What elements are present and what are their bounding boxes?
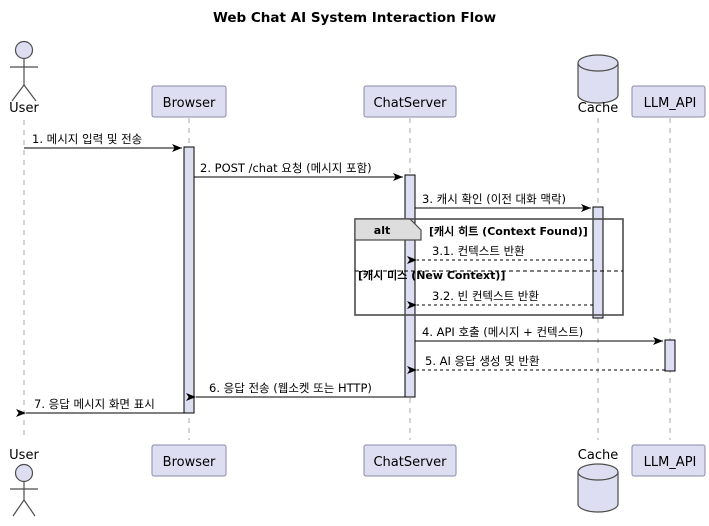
participant-box-browser-bottom[interactable] xyxy=(151,444,227,477)
participant-user-top[interactable]: User xyxy=(9,40,39,117)
message-7: 7. 응답 메시지 화면 표시 xyxy=(15,397,184,417)
alt-fragment: alt [캐시 히트 (Context Found)] [캐시 미스 (New … xyxy=(354,218,624,316)
message-5: 5. AI 응답 생성 및 반환 xyxy=(407,354,665,374)
message-7-label: 7. 응답 메시지 화면 표시 xyxy=(34,397,155,411)
alt-fragment-box xyxy=(354,218,624,316)
message-4-label: 4. API 호출 (메시지 + 컨텍스트) xyxy=(422,325,583,339)
participant-label-cache-bottom: Cache xyxy=(578,448,618,463)
participant-user-bottom[interactable]: User xyxy=(9,448,39,517)
activation-bars-group xyxy=(183,146,676,414)
actor-legs-icon-bottom xyxy=(12,499,36,517)
participant-cache-top[interactable]: Cache xyxy=(577,54,619,116)
participant-label-chatserver-top: ChatServer xyxy=(373,96,447,111)
alt-guard-2: [캐시 미스 (New Context)] xyxy=(358,268,505,282)
message-6-label: 6. 응답 전송 (웹소켓 또는 HTTP) xyxy=(209,381,372,395)
message-5-label: 5. AI 응답 생성 및 반환 xyxy=(425,354,540,368)
participant-label-llm-api-top: LLM_API xyxy=(644,96,697,111)
activation-bar-browser xyxy=(183,146,195,414)
participant-browser-top[interactable]: Browser xyxy=(151,85,227,118)
message-2-label: 2. POST /chat 요청 (메시지 포함) xyxy=(200,161,372,175)
participant-llm-api-top[interactable]: LLM_API xyxy=(631,85,706,118)
message-3-2-label: 3.2. 빈 컨텍스트 반환 xyxy=(432,289,539,303)
activation-bar-llm-api xyxy=(664,339,676,372)
activation-bar-cache xyxy=(592,206,604,319)
message-3-1: 3.1. 컨텍스트 반환 xyxy=(407,244,593,264)
actor-legs-icon xyxy=(11,84,37,102)
message-2: 2. POST /chat 요청 (메시지 포함) xyxy=(194,161,403,181)
actor-head-icon-bottom xyxy=(14,463,34,483)
participant-box-llm-api-top[interactable] xyxy=(631,85,706,118)
diagram-title: Web Chat AI System Interaction Flow xyxy=(213,10,496,26)
actor-head-icon xyxy=(14,40,34,60)
message-1: 1. 메시지 입력 및 전송 xyxy=(24,132,182,152)
alt-guard-1: [캐시 히트 (Context Found)] xyxy=(429,224,588,238)
participant-box-chatserver-bottom[interactable] xyxy=(363,444,457,477)
message-3-1-label: 3.1. 컨텍스트 반환 xyxy=(432,244,525,258)
participant-llm-api-bottom[interactable]: LLM_API xyxy=(631,444,706,477)
message-6: 6. 응답 전송 (웹소켓 또는 HTTP) xyxy=(186,381,405,401)
alt-operator-label: alt xyxy=(374,224,390,237)
participant-cache-bottom[interactable]: Cache xyxy=(577,448,619,513)
activation-bar-chatserver xyxy=(404,174,416,398)
database-top-ellipse-icon xyxy=(577,54,619,72)
alt-fragment-tab xyxy=(354,218,422,241)
participant-label-llm-api-bottom: LLM_API xyxy=(644,455,697,470)
message-3-2: 3.2. 빈 컨텍스트 반환 xyxy=(407,289,593,309)
participant-label-user-top: User xyxy=(9,101,39,116)
participant-box-browser-top[interactable] xyxy=(151,85,227,118)
database-cylinder-icon-bottom xyxy=(577,471,619,513)
participant-label-browser-bottom: Browser xyxy=(163,455,216,470)
participant-browser-bottom[interactable]: Browser xyxy=(151,444,227,477)
message-3: 3. 캐시 확인 (이전 대화 맥락) xyxy=(415,192,591,212)
message-4: 4. API 호출 (메시지 + 컨텍스트) xyxy=(415,325,663,345)
database-top-ellipse-icon-bottom xyxy=(577,463,619,481)
participant-box-llm-api-bottom[interactable] xyxy=(631,444,706,477)
participant-box-chatserver-top[interactable] xyxy=(363,85,457,118)
message-3-label: 3. 캐시 확인 (이전 대화 맥락) xyxy=(422,192,566,206)
participant-label-chatserver-bottom: ChatServer xyxy=(373,455,447,470)
participant-label-user-bottom: User xyxy=(9,448,39,463)
participant-chatserver-top[interactable]: ChatServer xyxy=(363,85,457,118)
message-1-label: 1. 메시지 입력 및 전송 xyxy=(32,132,142,146)
participant-chatserver-bottom[interactable]: ChatServer xyxy=(363,444,457,477)
database-cylinder-icon xyxy=(577,62,619,104)
participant-label-browser-top: Browser xyxy=(163,96,216,111)
participant-label-cache-top: Cache xyxy=(578,101,618,116)
